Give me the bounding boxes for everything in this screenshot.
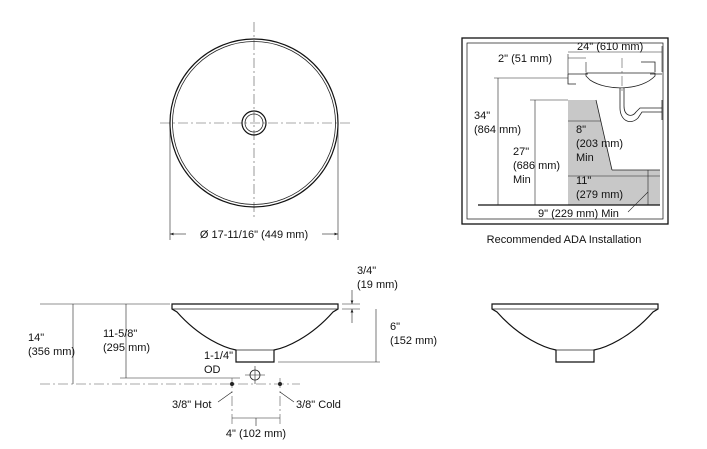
side-view: 14" (356 mm) 11-5/8" (295 mm) 3/4" (19 m… bbox=[28, 265, 437, 440]
basin-inner-rim bbox=[172, 41, 336, 205]
cold-label: 3/8" Cold bbox=[296, 399, 341, 411]
drain-mm: (295 mm) bbox=[103, 342, 150, 354]
toe-in: 8" bbox=[576, 124, 586, 136]
drain-inner bbox=[244, 113, 264, 133]
toe-mm: (203 mm) bbox=[576, 138, 623, 150]
ada-inner-frame bbox=[466, 42, 664, 220]
cold-leader bbox=[279, 391, 295, 403]
basin-outer-rim bbox=[169, 38, 339, 208]
drain-in: 11-5/8" bbox=[103, 328, 137, 340]
overall-in: 14" bbox=[28, 332, 44, 344]
toe-min: Min bbox=[576, 152, 594, 164]
countertop bbox=[567, 73, 662, 85]
height-in: 34" bbox=[474, 110, 490, 122]
od-label: OD bbox=[204, 364, 221, 376]
depth-label: 2" (51 mm) bbox=[498, 53, 552, 65]
clear-in: 11" bbox=[576, 175, 591, 187]
rim-in: 3/4" bbox=[357, 265, 376, 277]
drain-outer bbox=[241, 110, 267, 136]
overall-mm: (356 mm) bbox=[28, 346, 75, 358]
front-basin-profile bbox=[491, 303, 659, 363]
height-mm: (864 mm) bbox=[474, 124, 521, 136]
floor-dim: 9" (229 mm) Min bbox=[538, 208, 619, 220]
top-view: Ø 17-11/16" (449 mm) bbox=[160, 22, 350, 241]
ada-installation: 2" (51 mm) 24" (610 mm) 34" (864 mm) 27"… bbox=[461, 37, 669, 246]
knee-clearance-zone bbox=[568, 100, 660, 205]
side-basin-profile bbox=[171, 303, 339, 363]
p-trap bbox=[619, 88, 662, 122]
hot-label: 3/8" Hot bbox=[172, 399, 211, 411]
knee-mm: (686 mm) bbox=[513, 160, 560, 172]
ada-basin bbox=[585, 72, 656, 89]
knee-slope-line bbox=[595, 99, 613, 171]
bowl-mm: (152 mm) bbox=[390, 335, 437, 347]
od-in: 1-1/4" bbox=[204, 350, 233, 362]
ada-caption: Recommended ADA Installation bbox=[487, 234, 642, 246]
floor-leader bbox=[627, 191, 649, 213]
front-view bbox=[491, 303, 659, 363]
knee-min: Min bbox=[513, 174, 531, 186]
faucet bbox=[641, 61, 656, 72]
bowl-in: 6" bbox=[390, 321, 400, 333]
clear-mm: (279 mm) bbox=[576, 189, 623, 201]
knee-in: 27" bbox=[513, 146, 529, 158]
hot-supply-point bbox=[230, 382, 234, 386]
diameter-label: Ø 17-11/16" (449 mm) bbox=[200, 229, 308, 241]
width-label: 24" (610 mm) bbox=[577, 41, 643, 53]
ada-outer-frame bbox=[461, 37, 669, 225]
cold-supply-point bbox=[278, 382, 282, 386]
rim-mm: (19 mm) bbox=[357, 279, 398, 291]
spacing-label: 4" (102 mm) bbox=[226, 428, 286, 440]
hot-leader bbox=[217, 391, 233, 403]
